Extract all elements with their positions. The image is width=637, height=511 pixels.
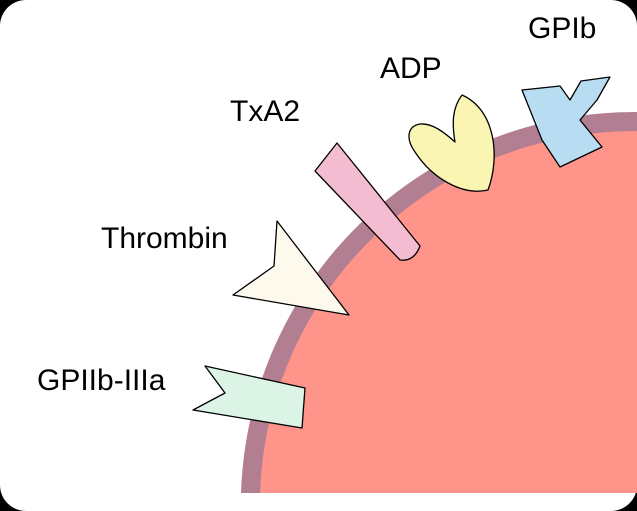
gpiib-iiia-receptor-icon: [192, 365, 306, 429]
gpiib-iiia-label: GPIIb-IIIa: [37, 364, 166, 397]
adp-label: ADP: [380, 52, 442, 85]
platelet-cytoplasm: [260, 130, 637, 494]
thrombin-label: Thrombin: [101, 222, 228, 255]
txa2-receptor-icon: [314, 142, 421, 261]
gpib-label: GPIb: [528, 12, 596, 45]
thrombin-receptor-icon: [232, 220, 350, 316]
txa2-label: TxA2: [230, 95, 300, 128]
gpib-receptor-icon: [521, 76, 611, 168]
adp-receptor-icon: [408, 94, 495, 192]
